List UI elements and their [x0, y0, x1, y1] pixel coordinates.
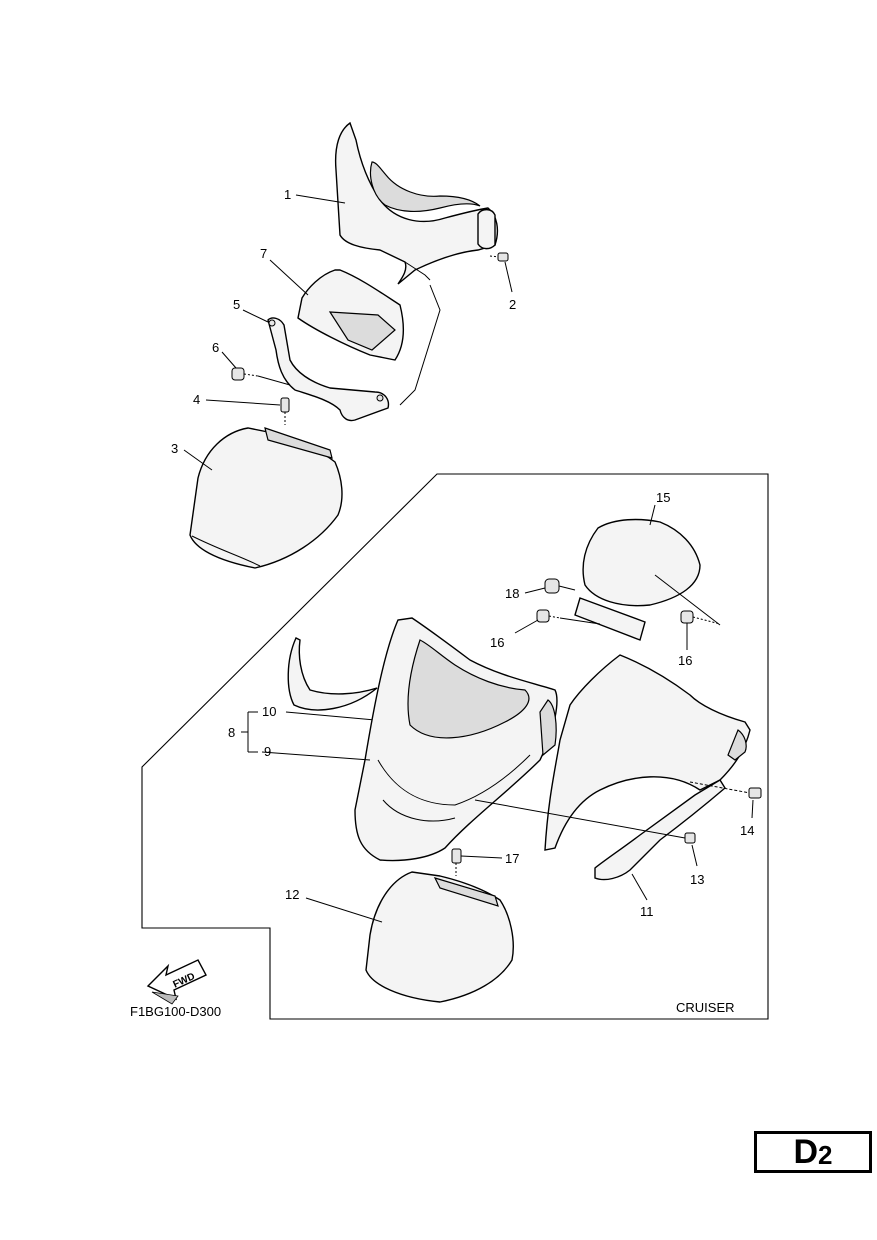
part-16-bolt-right — [680, 610, 721, 625]
callout-8: 8 — [228, 725, 235, 740]
page-tag: D 2 — [754, 1131, 872, 1173]
page-tag-number: 2 — [818, 1140, 833, 1170]
callout-10: 10 — [262, 704, 276, 719]
part-1-handlebar-cover — [334, 121, 499, 285]
part-17-screw — [451, 848, 462, 876]
callout-17: 17 — [505, 851, 519, 866]
part-12-fender — [365, 871, 514, 1003]
part-13-screw — [474, 799, 696, 844]
variant-frame — [141, 473, 769, 1020]
inner-side-panel — [539, 654, 751, 851]
part-18-grommet — [544, 578, 576, 594]
callout-4: 4 — [193, 392, 200, 407]
callout-3: 3 — [171, 441, 178, 456]
callout-14: 14 — [740, 823, 754, 838]
callout-5: 5 — [233, 297, 240, 312]
callout-1: 1 — [284, 187, 291, 202]
part-9-front-cover — [354, 617, 558, 862]
part-6-bolt — [231, 367, 291, 386]
callout-16-left: 16 — [490, 635, 504, 650]
part-10-trim-strip — [287, 637, 378, 711]
part-7-visor — [297, 269, 404, 361]
variant-label: CRUISER — [676, 1000, 735, 1015]
callout-8-bracket — [241, 711, 258, 753]
callout-11: 11 — [640, 904, 654, 919]
callout-2: 2 — [509, 297, 516, 312]
part-5-bracket — [267, 317, 390, 422]
part-15-headlight-cover — [574, 518, 721, 641]
callout-9: 9 — [264, 744, 271, 759]
callout-15: 15 — [656, 490, 670, 505]
part-11-lower-strip — [594, 779, 726, 881]
callout-18: 18 — [505, 586, 519, 601]
callout-16-right: 16 — [678, 653, 692, 668]
part-3-front-fender — [189, 427, 343, 569]
fwd-arrow-icon: FWD — [146, 959, 207, 1005]
part-4-screw — [280, 397, 290, 425]
page-tag-letter: D — [793, 1133, 819, 1171]
part-14-screw — [689, 781, 762, 799]
part-2-screw — [489, 252, 509, 262]
callout-6: 6 — [212, 340, 219, 355]
callout-12: 12 — [285, 887, 299, 902]
diagram-code: F1BG100-D300 — [130, 1004, 221, 1019]
part-16-bolt-left — [536, 609, 601, 625]
callout-7: 7 — [260, 246, 267, 261]
callout-13: 13 — [690, 872, 704, 887]
